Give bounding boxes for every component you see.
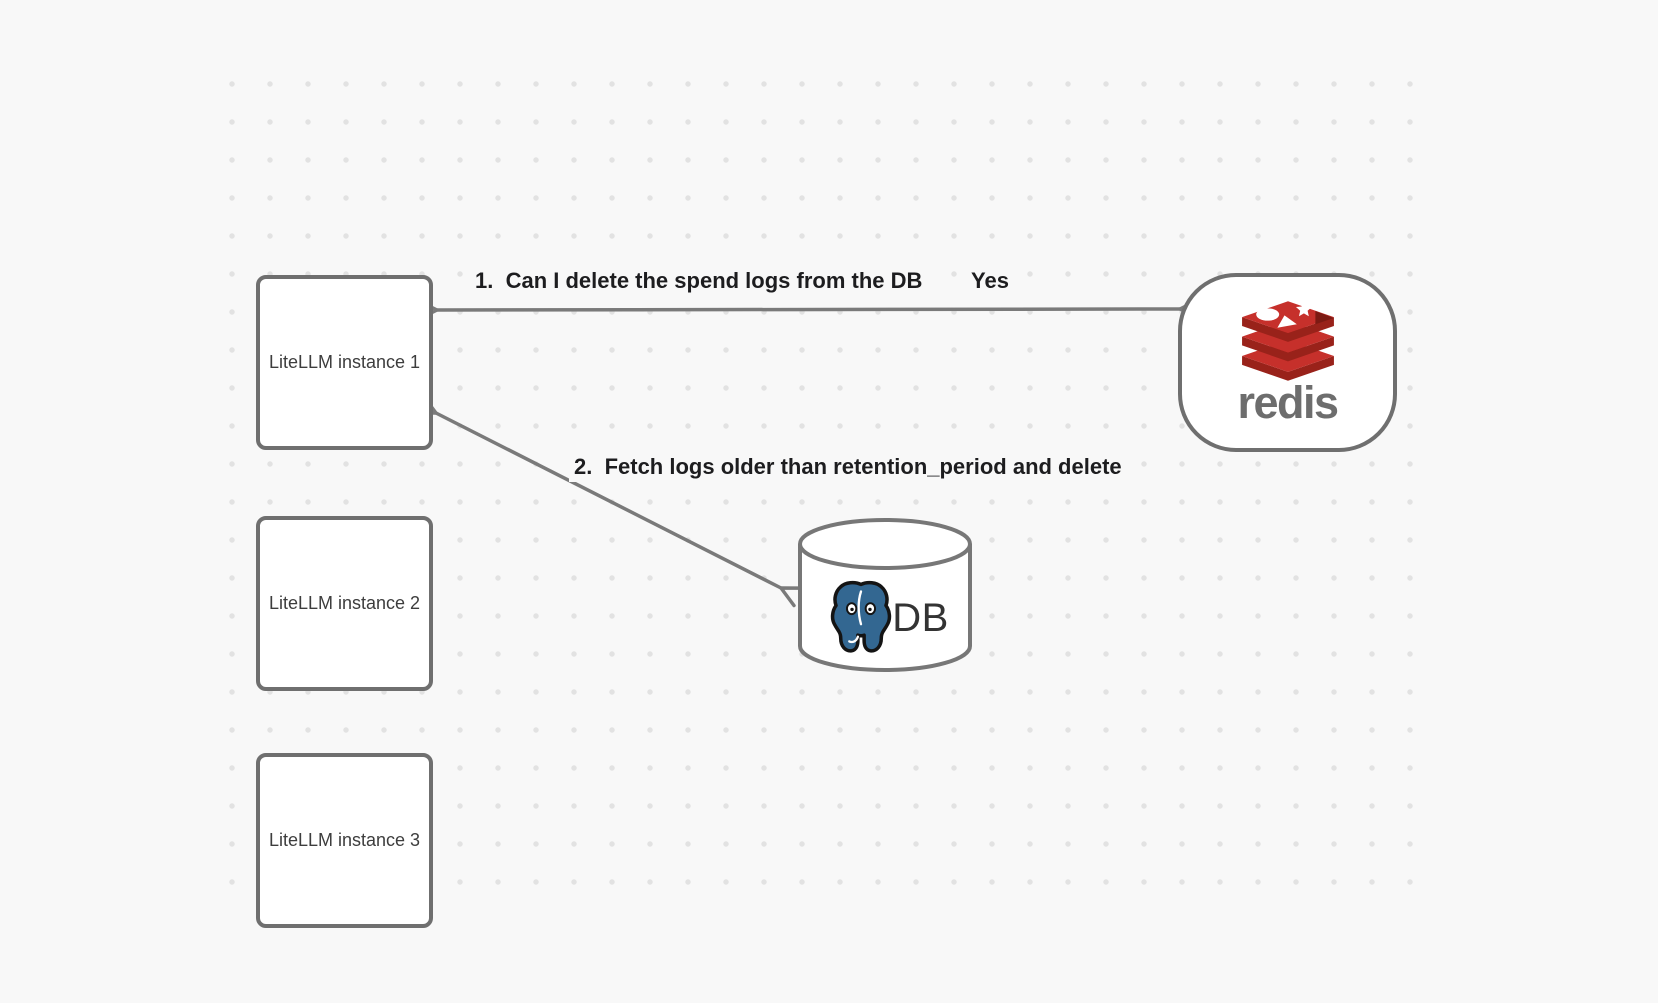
arrow-litellm-db[interactable] [412,393,805,608]
arrow-label-fetch-logs[interactable]: 2. Fetch logs older than retention_perio… [569,452,1127,482]
redis-wordmark: redis [1237,376,1339,428]
arrow-litellm-redis[interactable] [415,297,1202,322]
node-litellm-instance-2[interactable]: LiteLLM instance 2 [256,516,433,691]
node-label: LiteLLM instance 3 [268,830,421,850]
node-database-cylinder[interactable]: DB [798,518,972,672]
node-redis[interactable]: redis [1178,273,1397,452]
redis-logo-icon [1241,300,1334,381]
node-label: LiteLLM instance 2 [268,593,421,613]
arrow-label-delete-spend-logs[interactable]: 1. Can I delete the spend logs from the … [470,266,928,296]
node-litellm-instance-1[interactable]: LiteLLM instance 1 [256,275,433,450]
node-label: LiteLLM instance 1 [268,352,421,372]
postgresql-elephant-icon [831,580,892,653]
db-label: DB [892,595,949,640]
arrow-label-yes[interactable]: Yes [966,266,1014,296]
node-litellm-instance-3[interactable]: LiteLLM instance 3 [256,753,433,928]
